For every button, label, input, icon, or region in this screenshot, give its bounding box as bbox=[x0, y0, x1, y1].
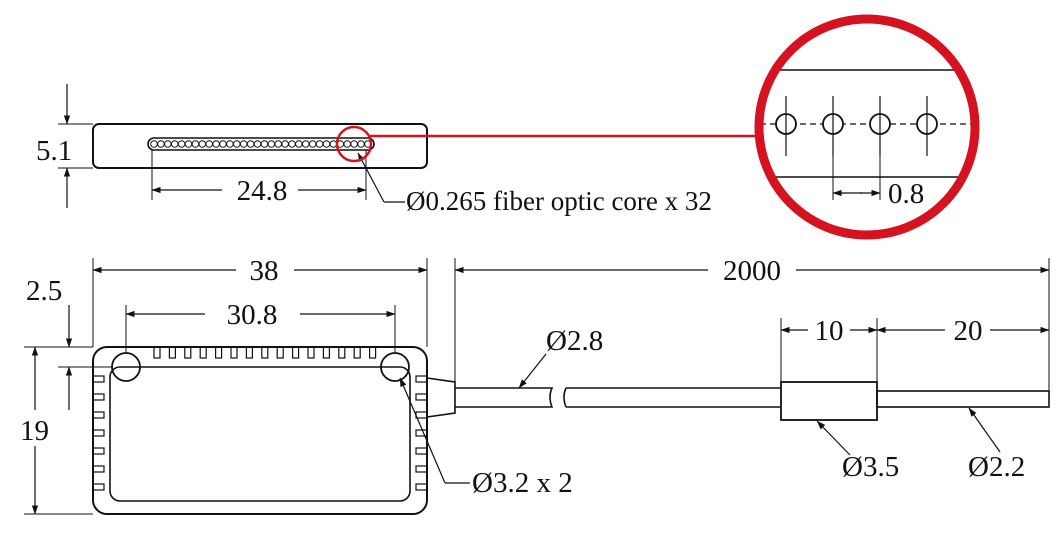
fiber-core bbox=[205, 140, 213, 148]
zoom-circle bbox=[754, 14, 980, 240]
fiber-core bbox=[267, 140, 276, 148]
fiber-core bbox=[246, 140, 255, 148]
fiber-core bbox=[350, 140, 358, 148]
side-fin-right bbox=[415, 429, 428, 437]
cable-tail bbox=[876, 390, 1050, 408]
fiber-core bbox=[177, 140, 186, 148]
fiber-core bbox=[239, 140, 248, 148]
thickness-dim: 5.1 bbox=[36, 135, 72, 167]
fiber-core bbox=[274, 140, 283, 148]
top-fin bbox=[184, 346, 192, 359]
pitch-dim: 0.8 bbox=[888, 178, 924, 210]
fiber-core-note: Ø0.265 fiber optic core x 32 bbox=[406, 186, 712, 216]
housing-outline bbox=[92, 346, 428, 515]
fiber-core bbox=[281, 140, 289, 148]
cable-length-dim: 2000 bbox=[723, 255, 781, 287]
fiber-core bbox=[226, 140, 234, 148]
cable-boot bbox=[426, 377, 456, 418]
side-fin-left bbox=[92, 483, 105, 491]
sleeve-dia-note: Ø3.5 bbox=[842, 451, 899, 483]
top-fin bbox=[245, 346, 253, 359]
hole-offset-dim: 2.5 bbox=[26, 275, 62, 307]
top-fin bbox=[230, 346, 238, 359]
fiber-core bbox=[357, 140, 365, 148]
top-view: 5.1 24.8 Ø0.265 fiber optic core x 32 bbox=[36, 84, 760, 216]
height-dim: 19 bbox=[20, 415, 49, 447]
hole-spacing-dim: 30.8 bbox=[227, 299, 278, 331]
side-fin-left bbox=[92, 447, 105, 455]
jacket-dia-note: Ø2.8 bbox=[546, 325, 603, 357]
side-fin-right bbox=[415, 411, 428, 419]
fiber-core bbox=[212, 140, 220, 148]
fiber-core bbox=[315, 140, 324, 148]
front-view: 38 30.8 2.5 19 Ø3.2 x 2 bbox=[20, 255, 573, 515]
fiber-core bbox=[164, 140, 172, 148]
tail-length-dim: 20 bbox=[954, 315, 983, 347]
top-fin bbox=[261, 346, 269, 359]
side-fin-right bbox=[415, 483, 428, 491]
top-fin bbox=[199, 346, 207, 359]
top-fin bbox=[307, 346, 315, 359]
fiber-core bbox=[170, 140, 179, 148]
fiber-core bbox=[343, 140, 352, 148]
fiber-core bbox=[295, 140, 303, 148]
side-fin-right bbox=[415, 447, 428, 455]
zoomed-fiber-cores bbox=[775, 96, 938, 156]
fiber-core bbox=[150, 140, 158, 148]
top-fin bbox=[168, 346, 176, 359]
fiber-core bbox=[322, 140, 331, 148]
ferrule-outline bbox=[92, 123, 428, 169]
hole-note: Ø3.2 x 2 bbox=[472, 467, 573, 499]
side-fin-left bbox=[92, 411, 105, 419]
side-fin-right bbox=[415, 465, 428, 473]
side-fin-left bbox=[92, 393, 105, 401]
detail-highlight-circle bbox=[335, 125, 373, 163]
housing-fins bbox=[92, 346, 428, 491]
housing-inner-panel bbox=[109, 366, 411, 502]
fiber-core bbox=[184, 140, 193, 148]
cable: 2000 10 20 Ø2.8 Ø3.5 Ø2.2 bbox=[454, 255, 1050, 483]
fiber-groove bbox=[147, 137, 375, 151]
fiber-core bbox=[302, 140, 310, 148]
fiber-core bbox=[191, 140, 200, 148]
top-fin bbox=[369, 346, 377, 359]
side-fin-right bbox=[415, 393, 428, 401]
fiber-core bbox=[198, 140, 207, 148]
top-fin bbox=[353, 346, 361, 359]
fiber-core bbox=[288, 140, 296, 148]
cable-sleeve bbox=[780, 381, 878, 421]
side-fin-left bbox=[92, 429, 105, 437]
sleeve-length-dim: 10 bbox=[815, 315, 844, 347]
fiber-core bbox=[329, 140, 338, 148]
side-fin-left bbox=[92, 375, 105, 383]
fiber-core bbox=[219, 140, 227, 148]
core-width-dim: 24.8 bbox=[237, 175, 288, 207]
zoom-detail: 0.8 bbox=[754, 14, 980, 240]
top-fin bbox=[338, 346, 346, 359]
top-fin bbox=[215, 346, 223, 359]
top-fin bbox=[322, 346, 330, 359]
top-fin bbox=[292, 346, 300, 359]
fiber-core bbox=[233, 140, 241, 148]
fiber-core bbox=[253, 140, 262, 148]
top-fin bbox=[153, 346, 161, 359]
tail-dia-note: Ø2.2 bbox=[968, 451, 1025, 483]
side-fin-left bbox=[92, 465, 105, 473]
fiber-core bbox=[260, 140, 269, 148]
fiber-core bbox=[308, 140, 317, 148]
side-fin-right bbox=[415, 375, 428, 383]
width-dim: 38 bbox=[250, 255, 279, 287]
fiber-core bbox=[157, 140, 165, 148]
top-fin bbox=[276, 346, 284, 359]
